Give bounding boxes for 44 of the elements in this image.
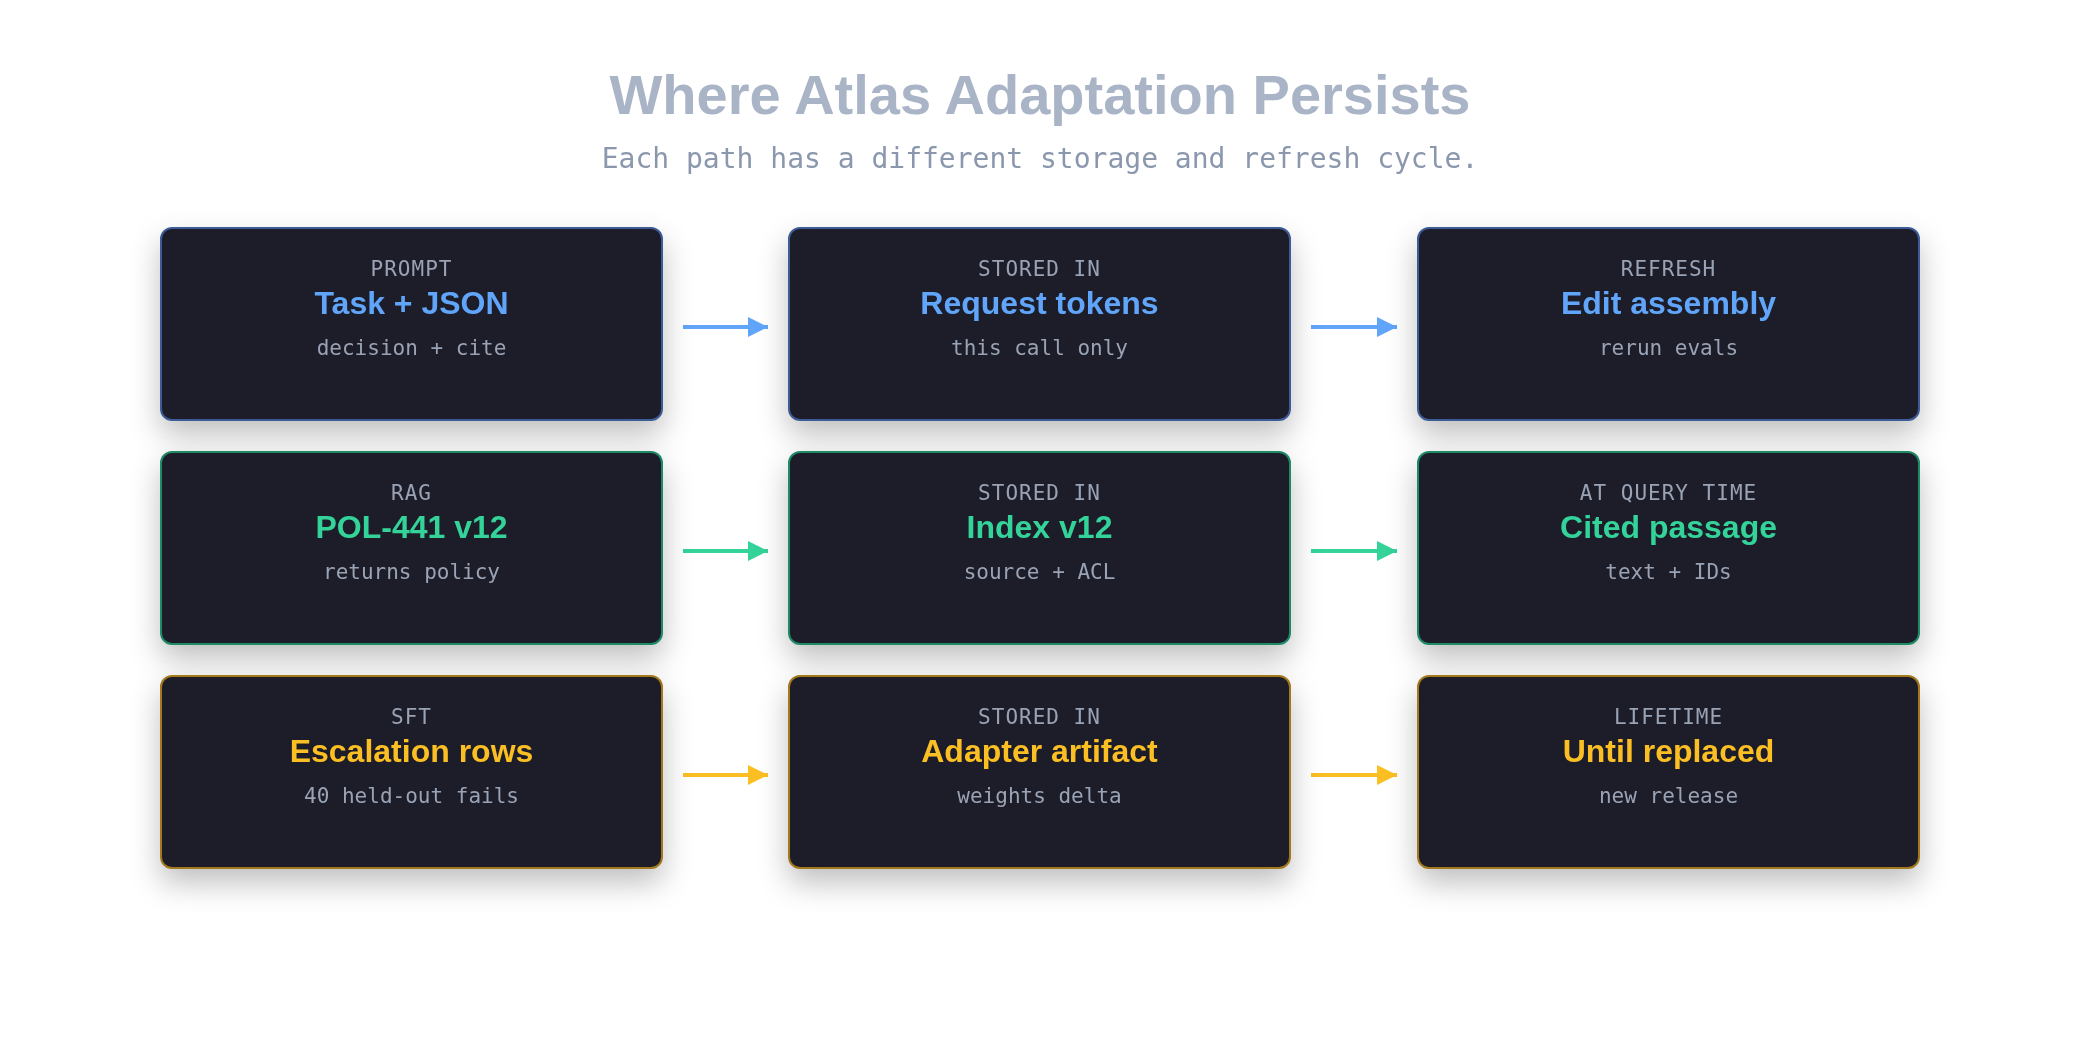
subtitle: Each path has a different storage and refresh cycle. (600, 142, 1480, 175)
card-heading: Until replaced (1561, 733, 1776, 770)
card-heading: POL-441 v12 (314, 509, 509, 546)
card-heading: Edit assembly (1559, 285, 1778, 322)
card (788, 227, 1291, 421)
card-note: decision + cite (315, 336, 508, 360)
card-note: weights delta (956, 784, 1123, 808)
card-note: text + IDs (1604, 560, 1733, 584)
category-label: PROMPT (369, 257, 454, 281)
category-label: STORED IN (977, 257, 1102, 281)
card-note: this call only (950, 336, 1129, 360)
card-heading: Index v12 (965, 509, 1114, 546)
card-heading: Escalation rows (288, 733, 535, 770)
arrow (683, 317, 768, 337)
category-label: RAG (390, 481, 433, 505)
card-heading: Request tokens (919, 285, 1160, 322)
card-note: returns policy (322, 560, 501, 584)
category-label: STORED IN (977, 481, 1102, 505)
card (160, 451, 663, 645)
card (1417, 451, 1920, 645)
category-label: LIFETIME (1612, 705, 1725, 729)
card-note: source + ACL (962, 560, 1117, 584)
card (788, 451, 1291, 645)
arrow (683, 765, 768, 785)
diagram-title: Where Atlas Adaptation Persists (608, 62, 1472, 127)
card (160, 227, 663, 421)
card-note: rerun evals (1597, 336, 1740, 360)
card-note: new release (1597, 784, 1740, 808)
category-label: REFRESH (1619, 257, 1718, 281)
card-heading: Adapter artifact (920, 733, 1159, 770)
card-note: 40 held-out fails (303, 784, 520, 808)
category-label: STORED IN (977, 705, 1102, 729)
arrow (1311, 317, 1397, 337)
card (788, 675, 1291, 869)
card-heading: Task + JSON (313, 285, 510, 322)
arrow (1311, 541, 1397, 561)
category-label: AT QUERY TIME (1578, 481, 1759, 505)
card (160, 675, 663, 869)
card (1417, 227, 1920, 421)
card-heading: Cited passage (1559, 509, 1778, 546)
card (1417, 675, 1920, 869)
arrow (1311, 765, 1397, 785)
category-label: SFT (390, 705, 433, 729)
arrow (683, 541, 768, 561)
